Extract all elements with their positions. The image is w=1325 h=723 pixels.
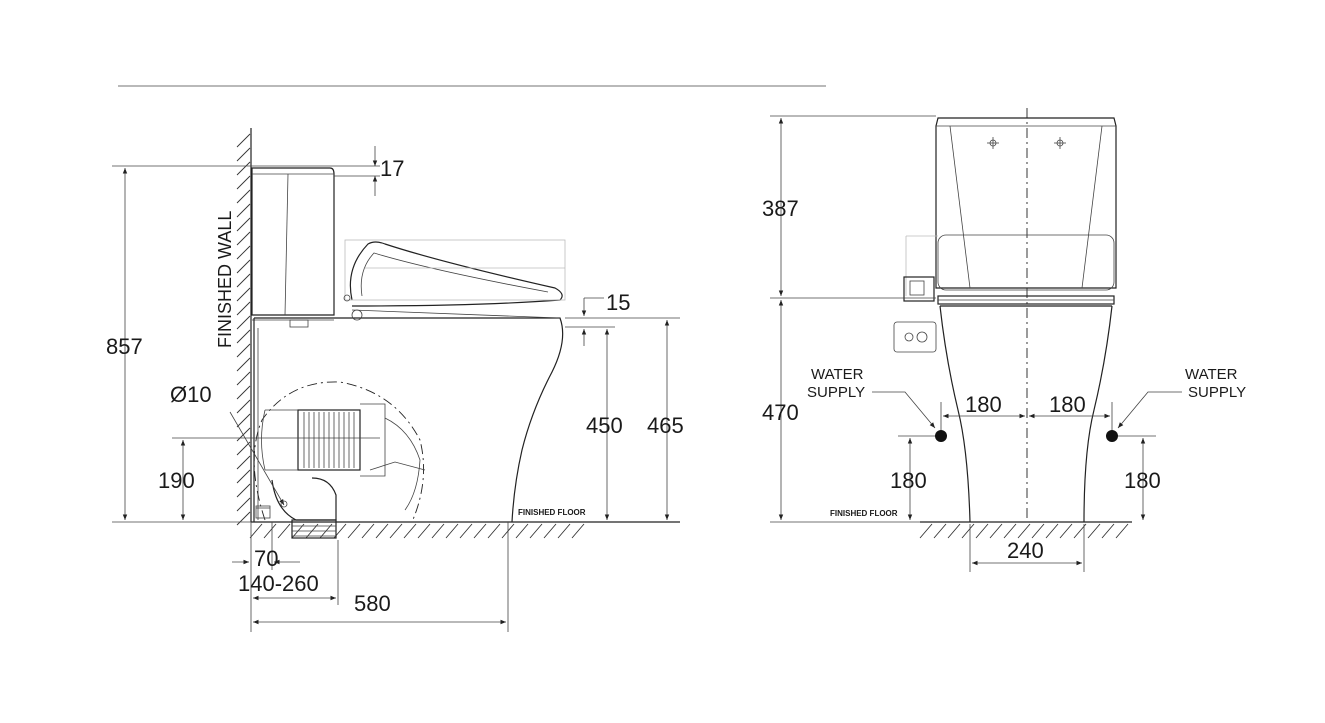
tank-screw-right [1054, 137, 1066, 149]
tank-screw-left [987, 137, 999, 149]
dim-tank-height: 387 [762, 196, 799, 221]
dim-seat-offset: 15 [606, 290, 630, 315]
finished-wall-label: FINISHED WALL [215, 211, 235, 348]
dim-bowl-height: 470 [762, 400, 799, 425]
dim-lid-gap: 17 [380, 156, 404, 181]
dim-rough-in: 140-260 [238, 571, 319, 596]
dim-left-supply-offset: 180 [965, 392, 1002, 417]
side-floor-hatching [249, 523, 585, 539]
front-seat [937, 234, 1115, 291]
front-bowl [939, 305, 971, 523]
outlet-pipe [271, 477, 337, 521]
water-supply-right-line1: WATER [1185, 366, 1238, 383]
water-supply-left-point [935, 430, 947, 442]
dim-left-supply-height: 180 [890, 468, 927, 493]
dim-base-width: 240 [1007, 538, 1044, 563]
front-floor-label: FINISHED FLOOR [830, 509, 898, 518]
water-supply-right-line2: SUPPLY [1188, 384, 1246, 401]
control-unit [903, 276, 935, 302]
dim-outlet-offset: 70 [254, 546, 278, 571]
water-supply-right-point [1106, 430, 1118, 442]
hose-corrugations [303, 412, 355, 468]
water-supply-left-line1: WATER [811, 366, 864, 383]
front-tank [935, 117, 1117, 289]
water-supply-left-line2: SUPPLY [807, 384, 865, 401]
side-tank [251, 167, 335, 316]
dim-right-supply-height: 180 [1124, 468, 1161, 493]
front-floor-hatching [919, 523, 1129, 539]
dim-inlet-height: 190 [158, 468, 195, 493]
side-bowl [254, 317, 564, 523]
side-seat [349, 241, 563, 307]
dim-rim-height: 465 [647, 413, 684, 438]
side-view: FINISHED WALL FINISHED FLOOR 857 17 15 4… [106, 128, 684, 632]
dim-inlet-diameter: Ø10 [170, 382, 212, 407]
dim-right-supply-offset: 180 [1049, 392, 1086, 417]
front-view: FINISHED FLOOR 387 470 WATER SUPPLY WATE… [762, 108, 1246, 572]
dim-total-height: 857 [106, 334, 143, 359]
dim-seat-height: 450 [586, 413, 623, 438]
wall-hatching [236, 133, 251, 526]
side-floor-label: FINISHED FLOOR [518, 508, 586, 517]
power-outlet [893, 321, 937, 353]
dim-depth: 580 [354, 591, 391, 616]
